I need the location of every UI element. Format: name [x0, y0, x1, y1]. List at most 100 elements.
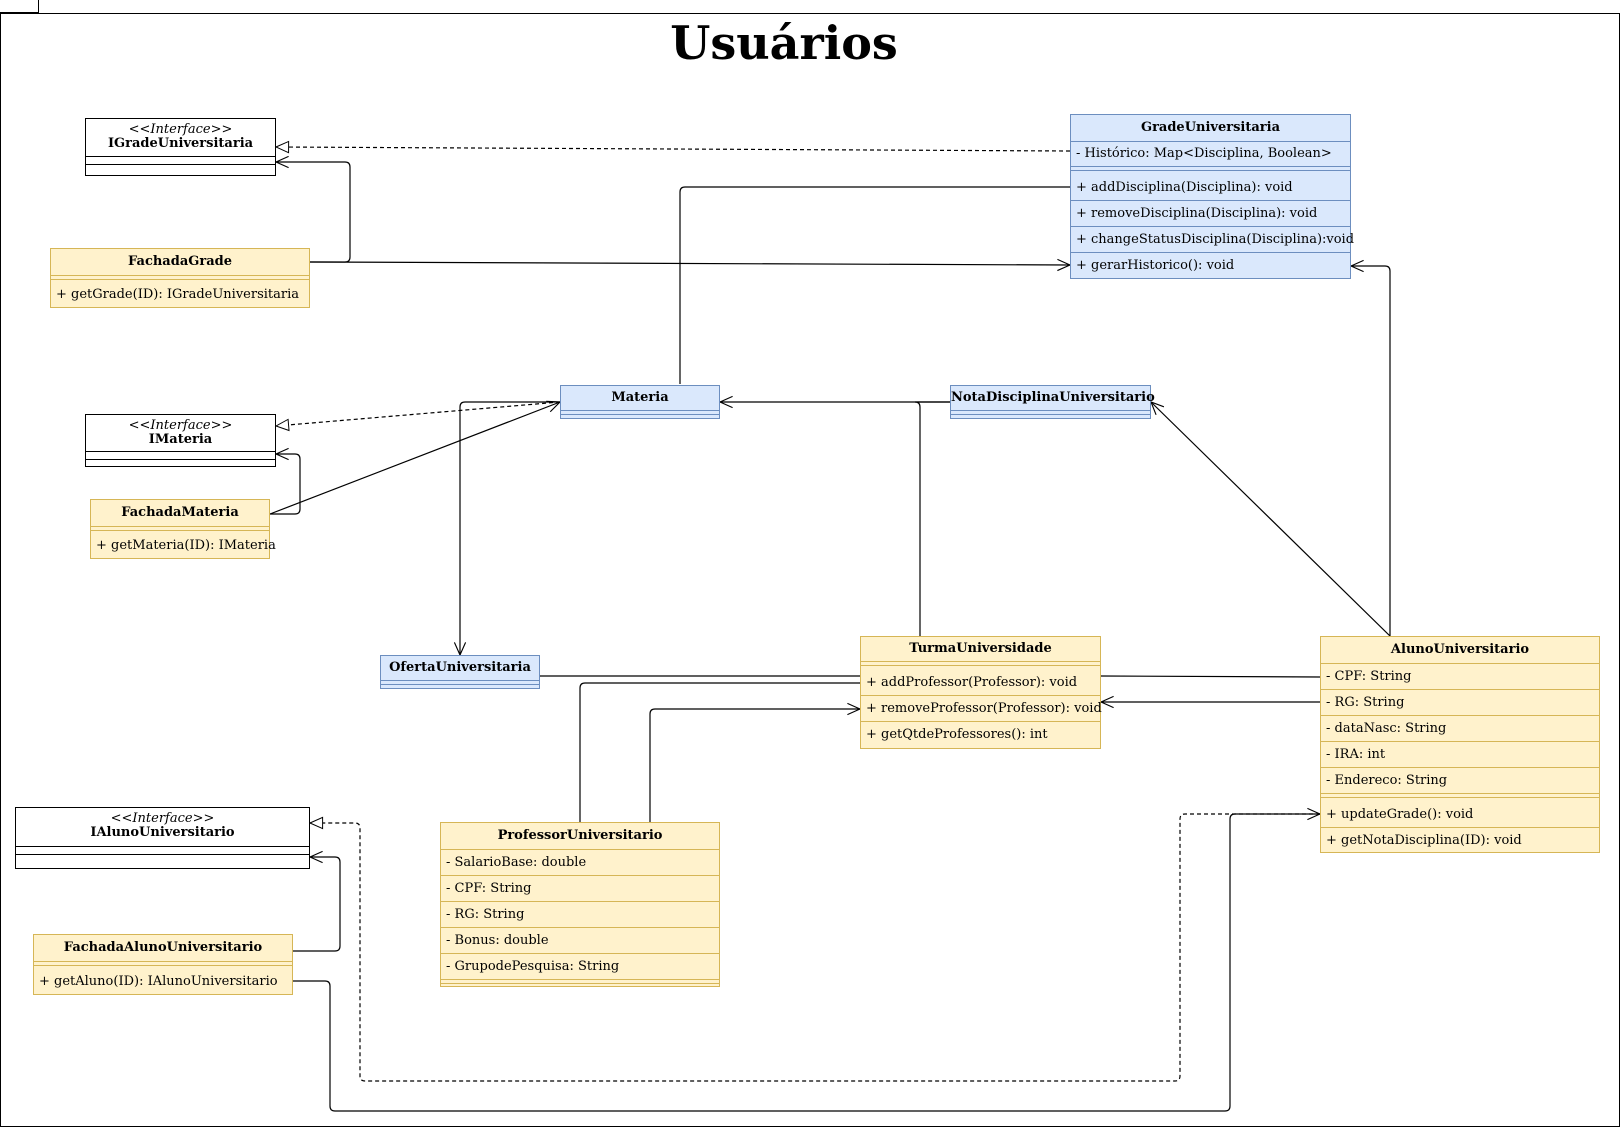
attribute-row: - CPF: String [446, 881, 532, 896]
divider [1071, 170, 1350, 171]
class-name: ProfessorUniversitario [497, 828, 663, 843]
edge-fachadamateria-to-imateria [270, 454, 301, 515]
divider [1071, 141, 1350, 142]
edge-materia-to-oferta [460, 401, 560, 655]
edge-aluno-to-nota [1151, 402, 1391, 637]
edge-fachadamateria-to-materia [269, 402, 560, 515]
divider [951, 410, 1150, 411]
divider [951, 414, 1150, 415]
method-row: + updateGrade(): void [1326, 807, 1474, 822]
class-name: IGradeUniversitaria [107, 136, 254, 151]
class-materia[interactable]: Materia [560, 385, 720, 419]
class-ofertauniversitaria[interactable]: OfertaUniversitaria [380, 655, 540, 689]
divider [1071, 252, 1350, 253]
divider [441, 953, 719, 954]
edge-materia-realizes-imateria [276, 401, 561, 426]
class-fachadamateria[interactable]: FachadaMateria + getMateria(ID): IMateri… [90, 499, 276, 559]
edge-fachadaaluno-to-ialuno [293, 857, 341, 952]
method-row: + getGrade(ID): IGradeUniversitaria [56, 287, 300, 302]
attribute-row: - Bonus: double [446, 933, 549, 948]
class-alunouniversitario[interactable]: AlunoUniversitario - CPF: String - RG: S… [1320, 636, 1600, 853]
divider [561, 410, 719, 411]
class-turmauniversidade[interactable]: TurmaUniversidade + addProfessor(Profess… [860, 636, 1102, 749]
class-imateria[interactable]: <<Interface>> IMateria [85, 414, 276, 467]
divider [91, 530, 269, 531]
class-name: FachadaMateria [121, 505, 239, 520]
divider [86, 451, 275, 452]
divider [51, 275, 309, 276]
stereotype-label: <<Interface>> [110, 811, 215, 826]
divider [441, 983, 719, 984]
divider [441, 875, 719, 876]
divider [1321, 793, 1599, 794]
attribute-row: - Endereco: String [1326, 773, 1448, 788]
divider [861, 695, 1100, 696]
attribute-row: - RG: String [1326, 695, 1405, 710]
attribute-row: - GrupodePesquisa: String [446, 959, 620, 974]
edge-professor-to-turma-aggregation [579, 683, 860, 822]
divider [1071, 226, 1350, 227]
class-name: FachadaGrade [128, 254, 232, 269]
divider [1321, 827, 1599, 828]
divider [1321, 715, 1599, 716]
class-name: FachadaAlunoUniversitario [63, 940, 263, 955]
class-name: IAlunoUniversitario [90, 825, 235, 840]
class-fachadagrade[interactable]: FachadaGrade + getGrade(ID): IGradeUnive… [50, 248, 310, 308]
class-professoruniversitario[interactable]: ProfessorUniversitario - SalarioBase: do… [440, 822, 720, 987]
divider [1071, 200, 1350, 201]
class-notadisciplinauniversitario[interactable]: NotaDisciplinaUniversitario [950, 385, 1155, 419]
divider [861, 721, 1100, 722]
method-row: + changeStatusDisciplina(Disciplina):voi… [1076, 232, 1355, 247]
edge-materia-to-grade-aggregation [679, 187, 1070, 384]
stereotype-label: <<Interface>> [128, 418, 233, 433]
divider [51, 279, 309, 280]
divider [16, 854, 309, 855]
method-row: + removeProfessor(Professor): void [866, 701, 1102, 716]
divider [1321, 767, 1599, 768]
edge-fachadagrade-to-igrade [276, 162, 351, 263]
attribute-row: - CPF: String [1326, 669, 1412, 684]
edge-nota-to-turma-aggregation [915, 401, 950, 636]
edge-fachadagrade-to-grade [309, 262, 1070, 265]
class-name: GradeUniversitaria [1140, 120, 1281, 135]
attribute-row: - RG: String [446, 907, 525, 922]
edge-fachadaaluno-to-aluno [293, 814, 1320, 1112]
class-gradeuniversitaria[interactable]: GradeUniversitaria - Histórico: Map<Disc… [1070, 114, 1355, 279]
class-fachadaalunouniversitario[interactable]: FachadaAlunoUniversitario + getAluno(ID)… [33, 934, 293, 995]
class-name: AlunoUniversitario [1390, 642, 1530, 657]
divider [1321, 663, 1599, 664]
divider [1071, 166, 1350, 167]
edge-aluno-realizes-ialuno [310, 813, 1320, 1082]
attribute-row: - dataNasc: String [1326, 721, 1447, 736]
class-ialunouniversitario[interactable]: <<Interface>> IAlunoUniversitario [15, 807, 310, 869]
divider [441, 927, 719, 928]
stereotype-label: <<Interface>> [128, 122, 233, 137]
attribute-row: - Histórico: Map<Disciplina, Boolean> [1076, 146, 1332, 161]
divider [86, 164, 275, 165]
divider [441, 979, 719, 980]
method-row: + addProfessor(Professor): void [866, 675, 1078, 690]
divider [861, 665, 1100, 666]
method-row: + addDisciplina(Disciplina): void [1076, 180, 1293, 195]
edge-professor-to-turma [649, 709, 860, 822]
diagram-title: Usuários [670, 16, 898, 70]
divider [381, 684, 539, 685]
divider [34, 961, 292, 962]
method-row: + getMateria(ID): IMateria [96, 538, 276, 553]
divider [34, 965, 292, 966]
edge-grade-realizes-igrade [276, 147, 1071, 151]
class-name: Materia [611, 390, 669, 405]
attribute-row: - IRA: int [1326, 747, 1386, 762]
edge-aluno-to-grade [1351, 266, 1391, 636]
divider [1321, 741, 1599, 742]
method-row: + removeDisciplina(Disciplina): void [1076, 206, 1318, 221]
class-name: OfertaUniversitaria [389, 660, 531, 675]
frame-tab [0, 0, 39, 13]
divider [441, 901, 719, 902]
class-igradeuniversitaria[interactable]: <<Interface>> IGradeUniversitaria [85, 118, 276, 176]
method-row: + gerarHistorico(): void [1076, 258, 1235, 273]
class-name: NotaDisciplinaUniversitario [951, 390, 1155, 405]
divider [1321, 689, 1599, 690]
